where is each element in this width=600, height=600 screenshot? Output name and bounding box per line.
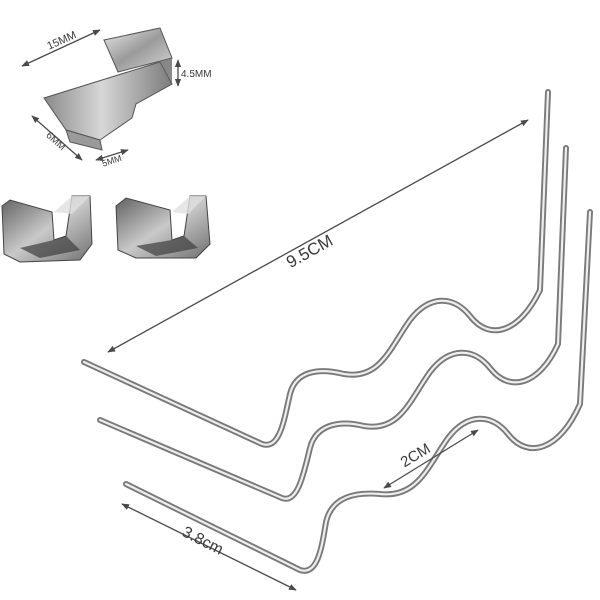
clip-height-label: 4.5MM xyxy=(181,69,212,80)
clip-depth-left-label: 6MM xyxy=(44,130,68,153)
dimension-clip-depth-right: 5MM xyxy=(95,149,129,169)
small-clip-left xyxy=(1,195,93,263)
dimension-leg-length: 3.8cm xyxy=(121,503,297,591)
dimension-wave-width: 2CM xyxy=(383,429,479,489)
dimension-clip-width: 15MM xyxy=(21,29,101,67)
wire-length-label: 9.5CM xyxy=(283,231,336,272)
clip-width-label: 15MM xyxy=(45,29,78,52)
dimension-clip-height: 4.5MM xyxy=(174,59,212,87)
wave-wire-2 xyxy=(97,145,569,502)
small-clip-right xyxy=(115,195,211,259)
wave-wire-3 xyxy=(123,209,593,574)
wave-wires xyxy=(81,89,593,574)
wave-wire-1 xyxy=(81,89,551,448)
clip-depth-right-label: 5MM xyxy=(101,153,123,169)
